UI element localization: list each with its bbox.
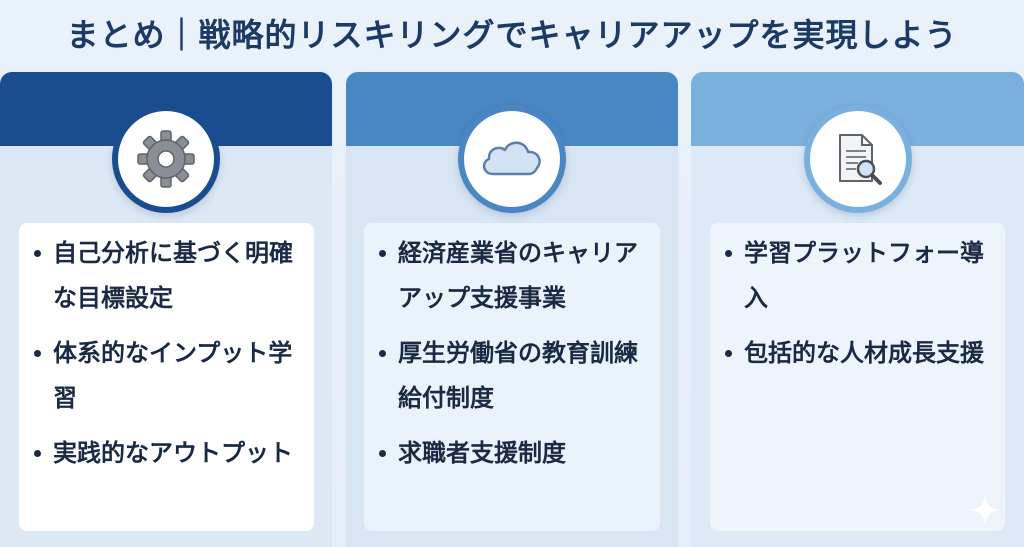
icon-badge bbox=[803, 105, 912, 213]
bullet-list: 自己分析に基づく明確な目標設定 体系的なインプット学習 実践的なアウトプット bbox=[29, 231, 304, 476]
summary-column-1: 自己分析に基づく明確な目標設定 体系的なインプット学習 実践的なアウトプット bbox=[0, 72, 332, 547]
bullet-card: 自己分析に基づく明確な目標設定 体系的なインプット学習 実践的なアウトプット bbox=[19, 223, 314, 531]
bullet-list: 学習プラットフォー導入 包括的な人材成長支援 bbox=[720, 231, 995, 376]
list-item: 実践的なアウトプット bbox=[29, 431, 304, 476]
cloud-icon bbox=[482, 141, 541, 176]
page-title: まとめ｜戦略的リスキリングでキャリアアップを実現しよう bbox=[66, 16, 958, 54]
icon-badge bbox=[112, 105, 220, 213]
icon-badge bbox=[458, 105, 566, 213]
document-search-icon bbox=[838, 134, 882, 185]
list-item: 包括的な人材成長支援 bbox=[720, 331, 995, 376]
list-item: 学習プラットフォー導入 bbox=[720, 231, 995, 321]
list-item: 経済産業省のキャリアアップ支援事業 bbox=[374, 231, 650, 321]
list-item: 求職者支援制度 bbox=[374, 431, 650, 476]
summary-column-3: 学習プラットフォー導入 包括的な人材成長支援 bbox=[691, 72, 1024, 547]
list-item: 体系的なインプット学習 bbox=[29, 331, 304, 421]
summary-column-2: 経済産業省のキャリアアップ支援事業 厚生労働省の教育訓練給付制度 求職者支援制度 bbox=[346, 72, 678, 547]
bullet-list: 経済産業省のキャリアアップ支援事業 厚生労働省の教育訓練給付制度 求職者支援制度 bbox=[374, 231, 650, 476]
bullet-card: 学習プラットフォー導入 包括的な人材成長支援 bbox=[710, 223, 1005, 531]
list-item: 自己分析に基づく明確な目標設定 bbox=[29, 231, 304, 321]
gear-icon bbox=[137, 130, 195, 188]
bullet-card: 経済産業省のキャリアアップ支援事業 厚生労働省の教育訓練給付制度 求職者支援制度 bbox=[364, 223, 660, 531]
sparkle-icon bbox=[969, 494, 1001, 526]
list-item: 厚生労働省の教育訓練給付制度 bbox=[374, 331, 650, 421]
